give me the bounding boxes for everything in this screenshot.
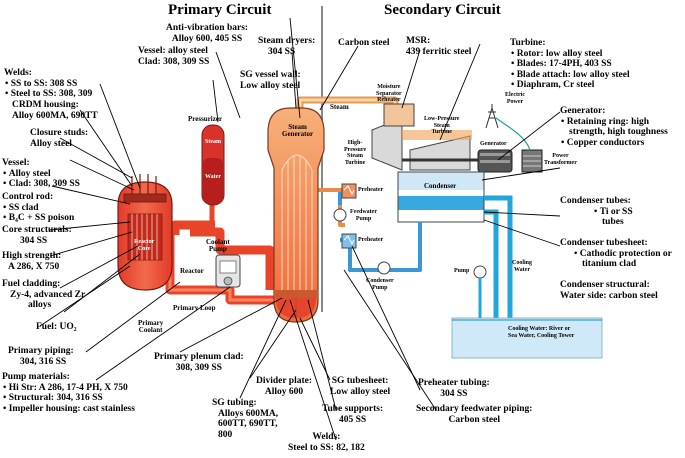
preheater-1-shape [341,183,357,199]
component-primary-loop: Primary Loop [173,304,216,312]
component-preheater-2: Preheater [358,237,384,243]
label-welds-bottom: Welds:Steel to SS: 82, 182 [288,432,365,453]
component-pressurizer: Pressurizer [188,115,223,123]
component-generator: Generator [480,141,507,147]
primary-circuit-header: Primary Circuit [168,2,272,18]
label-sg-tubing: SG tubing: Alloys 600MA, 600TT, 690TT, 8… [212,398,279,440]
label-carbon-steel: Carbon steel [338,38,390,48]
power-cable [495,117,531,151]
label-sg-vessel-wall: SG vessel wall:Low alloy steel [240,70,301,91]
label-condenser-tubesheet: Condenser tubesheet: Cathodic protection… [560,238,680,270]
label-crdm: CRDM housing:Alloy 600MA, 690TT [12,100,98,121]
steam-generator-shape [267,107,325,323]
label-high-strength: High strength:A 286, X 750 [2,251,62,272]
label-primary-plenum: Primary plenum clad:308, 309 SS [154,352,244,373]
label-generator: Generator: Retaining ring: high strength… [560,106,677,148]
preheater-2-shape [341,233,357,249]
feedwater-pump-shape [333,208,347,222]
component-pzr-steam: Steam [205,139,221,145]
component-condenser: Condenser [424,182,457,190]
cooling-water-basin [451,317,603,359]
pressurizer-shape [201,124,225,206]
label-primary-piping: Primary piping:304, 316 SS [8,346,74,367]
label-sg-tubesheet: SG tubesheet:Low alloy steel [330,376,391,397]
cooling-water-lines [484,195,513,320]
label-pump-materials: Pump materials: Hi Str: A 286, 17-4 PH, … [2,372,151,414]
component-reactor: Reactor [180,267,204,275]
label-turbine: Turbine: Rotor: low alloy steel Blades: … [510,38,630,91]
cooling-pump-shape [473,265,487,279]
label-condenser-struct: Condenser structural:Water side: carbon … [560,280,658,301]
label-fuel: Fuel: UO₂ [36,322,77,332]
component-steam: Steam [330,103,349,111]
label-msr: MSR:439 ferritic steel [406,36,472,57]
component-pzr-water: Water [205,174,221,180]
reactor-vessel-shape [117,174,173,291]
msr-shape [383,103,415,127]
label-anti-vibration: Anti-vibration bars:Alloy 600, 405 SS [166,23,249,44]
component-pump: Pump [454,268,470,274]
label-closure: Closure studs:Alloy steel [30,128,89,149]
label-core-struct: Core structurals:304 SS [2,225,72,246]
label-preheater-tubing: Preheater tubing:304 SS [418,378,490,399]
component-preheater-1: Preheater [358,187,384,193]
condenser-pump-shape [377,261,391,275]
secondary-circuit-header: Secondary Circuit [384,2,501,18]
label-secondary-feedwater: Secondary feedwater piping:Carbon steel [416,404,533,425]
label-welds-top: Welds: SS to SS: 308 SSSteel to SS: 308,… [4,68,92,100]
label-steam-dryers: Steam dryers:304 SS [258,36,316,57]
label-divider-plate: Divider plate:Alloy 600 [256,376,313,397]
electric-power-tower [485,104,499,129]
coolant-pump-shape [215,254,241,288]
leader-lines [39,17,561,441]
label-control-rod: Control rod: SS cladB₄C + SS poison [2,192,74,224]
label-tube-supports: Tube supports:405 SS [322,404,384,425]
lp-turbine-shape [409,135,471,171]
label-condenser-tubes: Condenser tubes: Ti or SS tubes [560,196,642,228]
